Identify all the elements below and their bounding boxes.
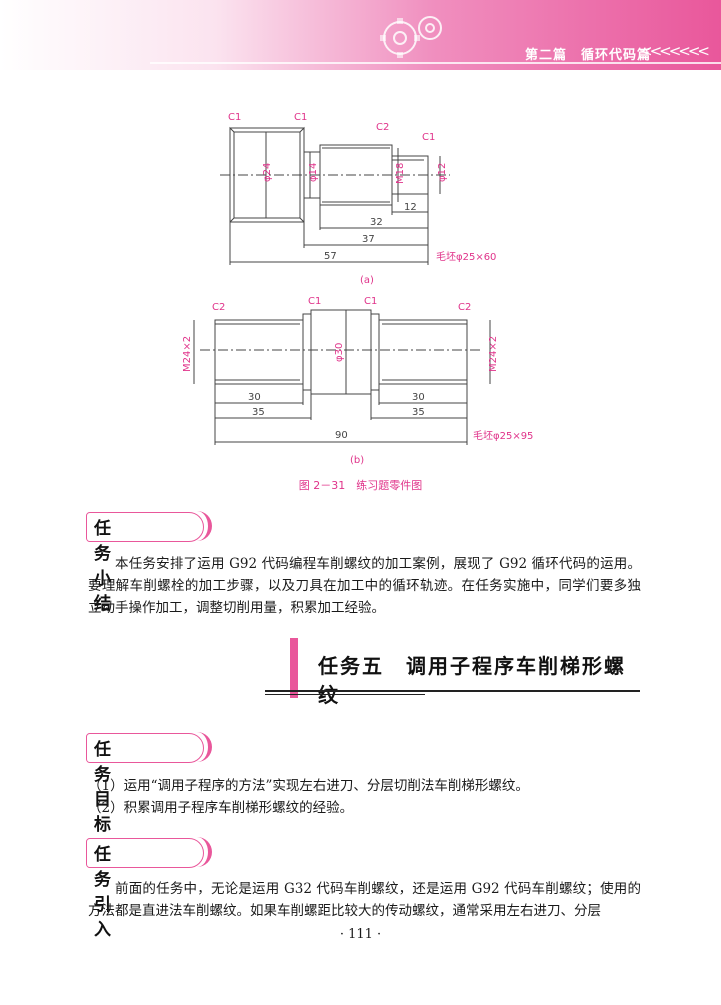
drawing-b-labels: C2 C1 C1 C2 M24×2 φ30 M24×2 (182, 296, 499, 372)
page-number: · 111 · (339, 927, 382, 942)
diameter-label: M24×2 (488, 336, 499, 372)
chamfer-label: C1 (422, 132, 435, 143)
length-label: 12 (404, 202, 417, 213)
diameter-label: M24×2 (182, 336, 193, 372)
tag-tail (186, 511, 212, 541)
summary-text: 本任务安排了运用 G92 代码编程车削螺纹的加工案例，展现了 G92 循环代码的… (88, 556, 641, 616)
tag-frame (86, 512, 204, 542)
length-label: 37 (362, 234, 375, 245)
drawing-b-dims: 30 30 35 35 90 (248, 392, 425, 441)
summary-paragraph: 本任务安排了运用 G92 代码编程车削螺纹的加工案例，展现了 G92 循环代码的… (88, 553, 641, 619)
heading-rule (265, 690, 640, 692)
length-label: 32 (370, 217, 383, 228)
tag-label: 任务引入 (94, 845, 112, 940)
intro-text: 前面的任务中，无论是运用 G32 代码车削螺纹，还是运用 G92 代码车削螺纹；… (88, 881, 641, 919)
goals-list: （1）运用“调用子程序的方法”实现左右进刀、分层切削法车削梯形螺纹。 （2）积累… (88, 775, 641, 819)
task-heading: 任务五 调用子程序车削梯形螺纹 (290, 638, 642, 707)
part-drawing: C1 C1 C2 C1 φ24 φ14 M18 φ12 12 32 37 57 … (182, 112, 533, 466)
figure-b-label: (b) (350, 455, 364, 466)
length-label: 30 (412, 392, 425, 403)
drawing-a-labels: C1 C1 C2 C1 φ24 φ14 M18 φ12 (228, 112, 448, 184)
task-title: 任务五 调用子程序车削梯形螺纹 (318, 654, 626, 707)
tag-label: 任务小结 (94, 519, 112, 614)
chamfer-label: C1 (308, 296, 321, 307)
drawing-a (220, 126, 450, 265)
diameter-label: φ24 (262, 163, 273, 182)
drawing-b (193, 309, 491, 445)
blank-label: 毛坯φ25×95 (473, 430, 533, 442)
diameter-label: M18 (395, 163, 406, 184)
length-label: 35 (252, 407, 265, 418)
chamfer-label: C1 (294, 112, 307, 123)
figure-caption: 图 2－31 练习题零件图 (298, 479, 423, 492)
length-label: 57 (324, 251, 337, 262)
tag-frame (86, 733, 204, 763)
section-title: 第二篇 循环代码篇 (524, 48, 651, 63)
chamfer-label: C2 (458, 302, 471, 313)
page-header: 第二篇 循环代码篇 <<<<<<< (0, 0, 721, 70)
tag-frame (86, 838, 204, 868)
diameter-label: φ14 (308, 163, 319, 182)
chamfer-label: C1 (228, 112, 241, 123)
length-label: 35 (412, 407, 425, 418)
chamfer-label: C2 (212, 302, 225, 313)
header-divider (150, 62, 721, 64)
heading-accent-bar (290, 638, 298, 698)
gear-icon (380, 16, 442, 58)
length-label: 30 (248, 392, 261, 403)
chamfer-label: C1 (364, 296, 377, 307)
blank-label: 毛坯φ25×60 (436, 251, 496, 263)
chamfer-label: C2 (376, 122, 389, 133)
diameter-label: φ30 (334, 343, 345, 362)
list-item: （1）运用“调用子程序的方法”实现左右进刀、分层切削法车削梯形螺纹。 (88, 778, 529, 794)
tag-tail (186, 732, 212, 762)
drawing-a-dims: 12 32 37 57 (324, 202, 417, 262)
figure-a-label: (a) (360, 275, 374, 286)
diameter-label: φ12 (437, 163, 448, 182)
tag-tail (186, 837, 212, 867)
heading-rule-thin (265, 694, 425, 695)
intro-paragraph: 前面的任务中，无论是运用 G32 代码车削螺纹，还是运用 G92 代码车削螺纹；… (88, 878, 641, 922)
list-item: （2）积累调用子程序车削梯形螺纹的经验。 (88, 800, 354, 816)
chevron-arrows-icon: <<<<<<< (640, 42, 710, 60)
tag-label: 任务目标 (94, 740, 112, 835)
length-label: 90 (335, 430, 348, 441)
